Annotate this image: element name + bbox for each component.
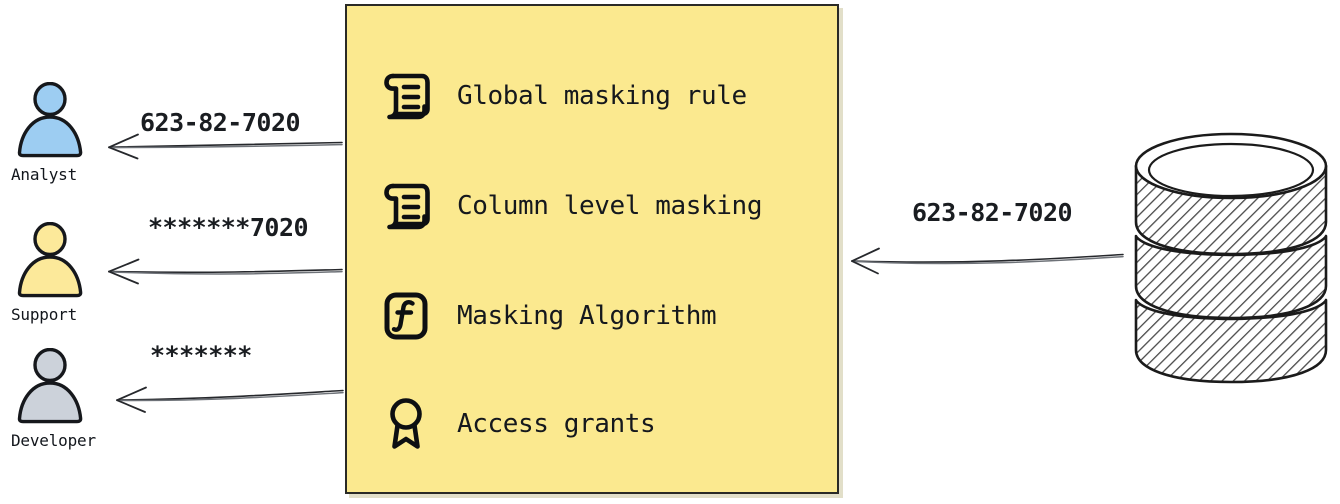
scroll-icon xyxy=(379,178,433,234)
persona-analyst: Analyst xyxy=(8,81,118,184)
flow-label-analyst: 623-82-7020 xyxy=(140,108,301,137)
policy-item-label: Access grants xyxy=(457,409,656,439)
flow-label-developer: ******* xyxy=(150,341,252,370)
policy-item-masking-algorithm[interactable]: Masking Algorithm xyxy=(379,288,717,344)
flow-label-support: *******7020 xyxy=(148,213,309,242)
person-icon xyxy=(10,221,94,304)
persona-developer: Developer xyxy=(8,347,118,450)
flow-label-source: 623-82-7020 xyxy=(912,198,1073,227)
person-icon xyxy=(10,81,94,164)
policy-item-access-grants[interactable]: Access grants xyxy=(379,396,656,452)
function-icon xyxy=(379,288,433,344)
policy-card: Global masking rule Column level masking xyxy=(345,4,839,494)
policy-item-column-level-masking[interactable]: Column level masking xyxy=(379,178,762,234)
arrow-to-developer xyxy=(116,386,344,413)
persona-label: Support xyxy=(11,305,78,324)
policy-item-label: Masking Algorithm xyxy=(457,301,717,331)
policy-item-label: Global masking rule xyxy=(457,81,747,111)
persona-label: Developer xyxy=(11,431,96,450)
person-icon xyxy=(10,347,94,430)
arrow-database-to-card xyxy=(851,247,1124,275)
persona-label: Analyst xyxy=(11,165,78,184)
scroll-icon xyxy=(379,68,433,124)
award-icon xyxy=(379,396,433,452)
arrow-to-analyst xyxy=(108,133,343,160)
arrow-to-support xyxy=(108,258,343,285)
policy-item-global-masking-rule[interactable]: Global masking rule xyxy=(379,68,747,124)
database-icon xyxy=(1122,118,1340,396)
policy-item-label: Column level masking xyxy=(457,191,763,221)
persona-support: Support xyxy=(8,221,118,324)
